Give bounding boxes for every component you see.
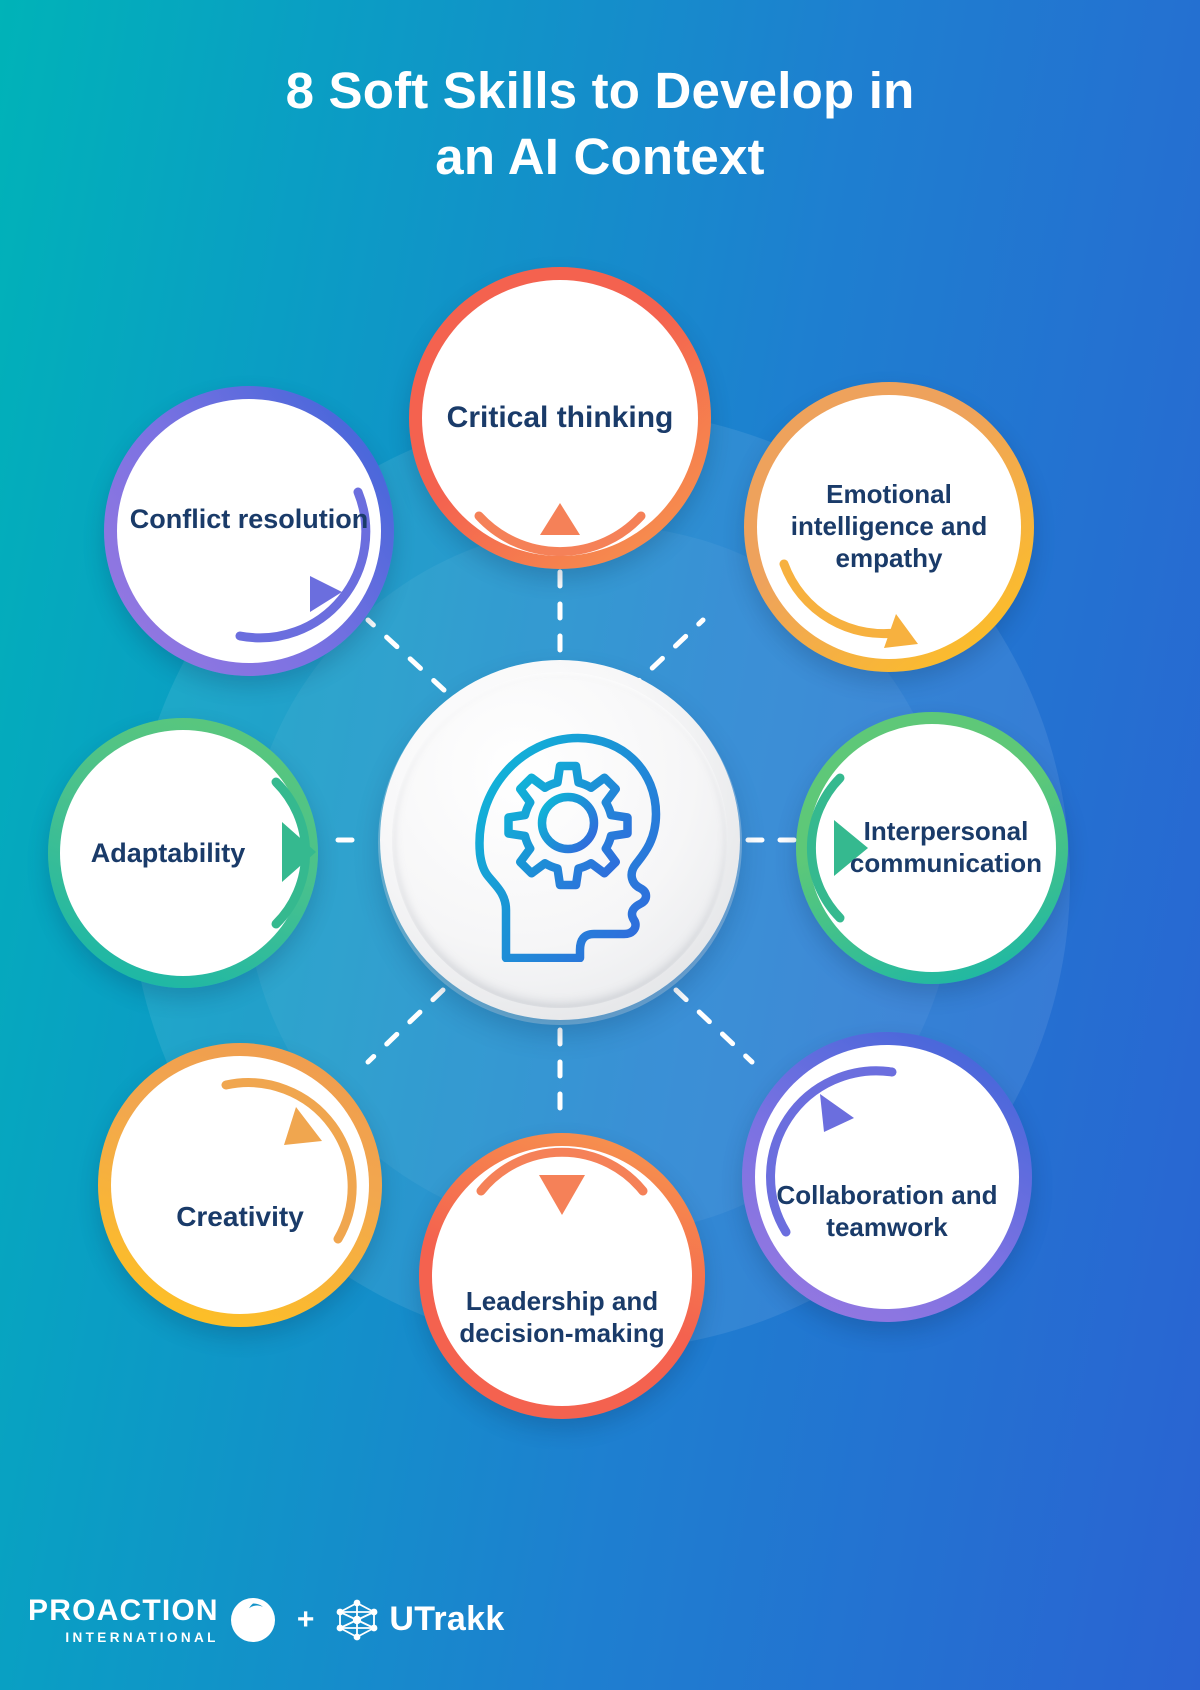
skill-node-interpersonal-communication[interactable]: Interpersonal communication [796, 712, 1068, 984]
skill-accent-arc [474, 503, 646, 556]
skill-node-conflict-resolution[interactable]: Conflict resolution [104, 386, 394, 676]
skill-accent-arc [476, 1147, 648, 1215]
footer-logos: PROACTION INTERNATIONAL + [28, 1593, 505, 1645]
page-title-line-2: an AI Context [435, 128, 765, 186]
skill-disc [60, 730, 306, 976]
skill-accent-arc [779, 559, 918, 648]
skill-accent-arc [221, 1078, 357, 1244]
page-title-line-1: 8 Soft Skills to Develop in [285, 62, 915, 119]
utrakk-logo: UTrakk [334, 1597, 504, 1643]
skill-accent-arc [766, 1066, 897, 1237]
skill-disc [117, 399, 381, 663]
skill-node-adaptability[interactable]: Adaptability [48, 718, 318, 988]
skill-node-emotional-intelligence-and-empathy[interactable]: Emotional intelligence and empathy [744, 382, 1034, 672]
skill-disc [757, 395, 1021, 659]
skill-label: Conflict resolution [129, 503, 369, 534]
skill-accent-arc [806, 773, 868, 923]
spiral-circle-logo-icon [230, 1597, 275, 1642]
skill-label: Critical thinking [446, 400, 674, 434]
skill-label: Emotional intelligence and empathy [790, 479, 988, 573]
skill-label: Creativity [176, 1200, 304, 1232]
skill-node-critical-thinking[interactable]: Critical thinking [409, 267, 711, 569]
page-title: 8 Soft Skills to Develop in an AI Contex… [0, 58, 1200, 191]
skill-label: Interpersonal communication [849, 816, 1043, 878]
proaction-logo: PROACTION INTERNATIONAL [28, 1593, 277, 1645]
skill-node-collaboration-and-teamwork[interactable]: Collaboration and teamwork [742, 1032, 1032, 1322]
skill-node-leadership-and-decision-making[interactable]: Leadership and decision-making [419, 1133, 705, 1419]
logo-separator: + [296, 1602, 315, 1636]
skill-disc [111, 1056, 369, 1314]
skill-accent-arc [271, 777, 316, 929]
skill-label: Adaptability [90, 837, 246, 868]
skill-label: Leadership and decision-making [459, 1286, 665, 1348]
skill-accent-arc [235, 487, 371, 643]
head-with-gear-icon [380, 660, 740, 1020]
proaction-name: PROACTION [28, 1593, 219, 1627]
skill-disc [755, 1045, 1019, 1309]
proaction-subtitle: INTERNATIONAL [65, 1629, 219, 1645]
proaction-wordmark: PROACTION INTERNATIONAL [28, 1593, 219, 1645]
center-hub [366, 646, 754, 1034]
utrakk-name: UTrakk [389, 1600, 505, 1639]
skill-node-creativity[interactable]: Creativity [98, 1043, 382, 1327]
network-cube-logo-icon [336, 1599, 378, 1641]
skill-label: Collaboration and teamwork [776, 1180, 998, 1242]
